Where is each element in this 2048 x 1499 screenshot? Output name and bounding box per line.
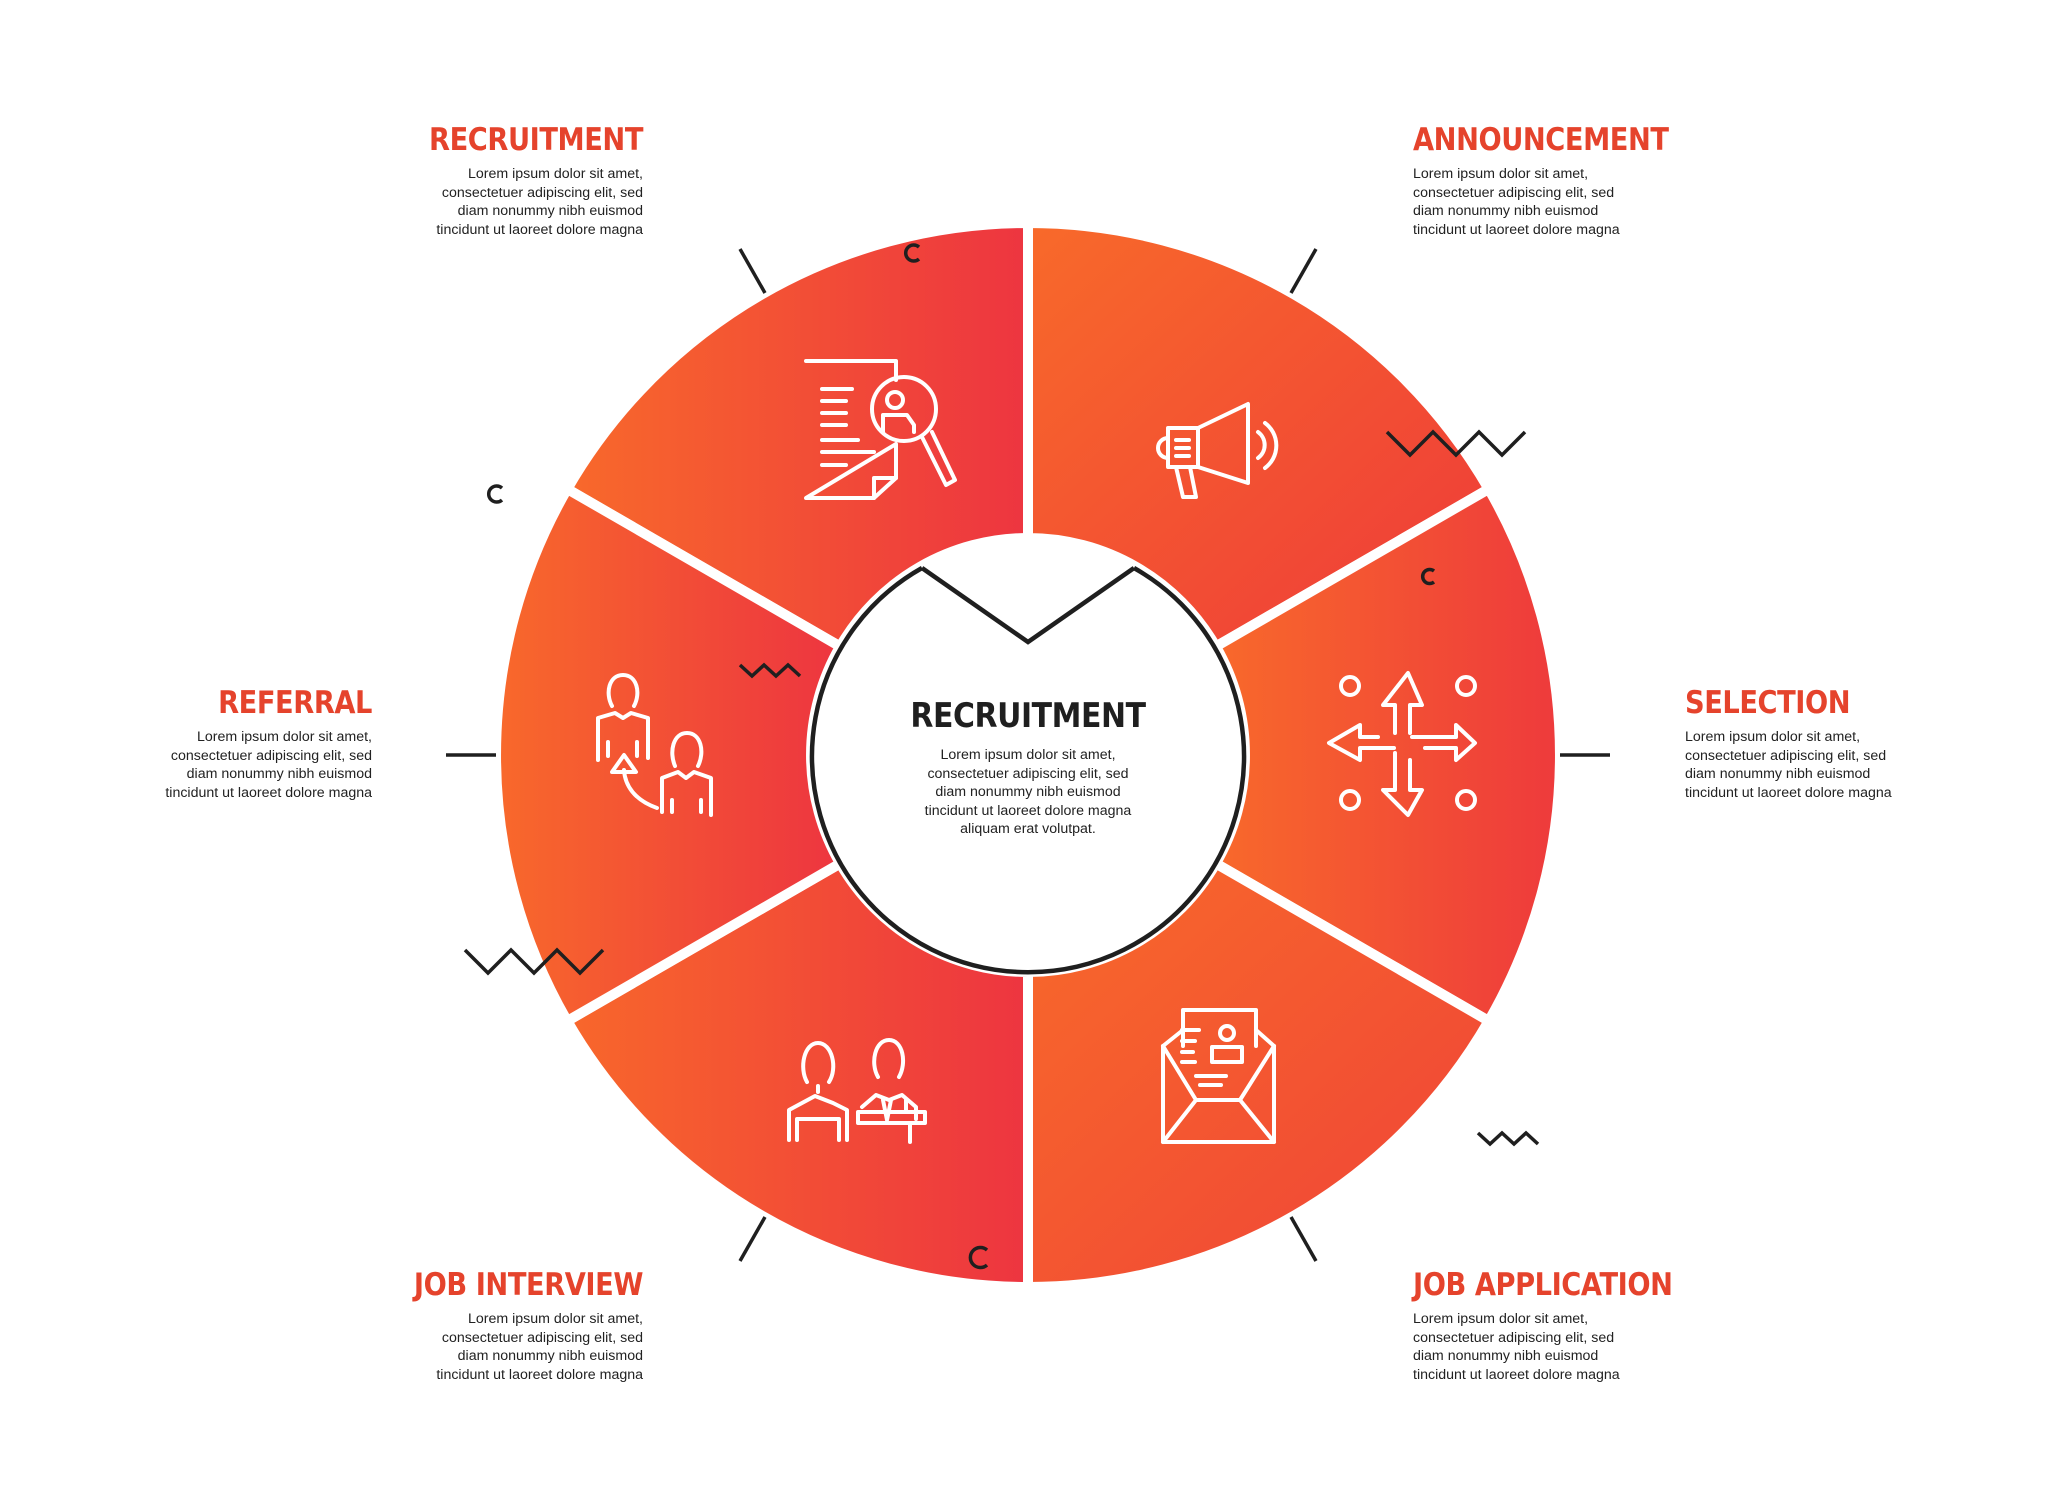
label-recruitment: RECRUITMENT Lorem ipsum dolor sit amet, … [283,123,643,239]
ring-segments [491,217,1565,1293]
center-label: RECRUITMENT Lorem ipsum dolor sit amet, … [878,696,1178,839]
segment-description: Lorem ipsum dolor sit amet, consectetuer… [1413,166,1620,238]
segment-title: RECRUITMENT [429,122,643,158]
four-arrows-icon [1327,671,1477,817]
zigzag-decorations [463,429,1540,1147]
segment-description: Lorem ipsum dolor sit amet, consectetuer… [436,166,643,238]
segment-description: Lorem ipsum dolor sit amet, consectetuer… [1685,729,1892,801]
segment-description: Lorem ipsum dolor sit amet, consectetuer… [436,1311,643,1383]
label-announcement: ANNOUNCEMENT Lorem ipsum dolor sit amet,… [1413,123,1773,239]
c-arc-decorations [486,243,1436,1270]
label-selection: SELECTION Lorem ipsum dolor sit amet, co… [1685,686,2045,802]
document-search-person-icon [804,359,957,500]
interview-people-icon [787,1038,927,1144]
segment-title: REFERRAL [218,685,372,721]
segment-description: Lorem ipsum dolor sit amet, consectetuer… [1413,1311,1620,1383]
center-description: Lorem ipsum dolor sit amet, consectetuer… [924,747,1132,837]
segment-title: JOB APPLICATION [1413,1267,1673,1303]
outer-tick-marks [446,248,1610,1262]
segment-title: SELECTION [1685,685,1851,721]
inner-decor-arc [809,566,1247,975]
envelope-resume-icon [1161,1008,1276,1144]
center-title: RECRUITMENT [910,696,1146,736]
megaphone-icon [1156,402,1279,499]
label-referral: REFERRAL Lorem ipsum dolor sit amet, con… [12,686,372,802]
label-job-interview: JOB INTERVIEW Lorem ipsum dolor sit amet… [283,1267,644,1384]
referral-people-icon [596,673,713,817]
segment-title: JOB INTERVIEW [413,1267,644,1303]
segment-title: ANNOUNCEMENT [1413,122,1669,158]
segment-description: Lorem ipsum dolor sit amet, consectetuer… [165,729,372,801]
label-job-application: JOB APPLICATION Lorem ipsum dolor sit am… [1413,1268,1773,1384]
